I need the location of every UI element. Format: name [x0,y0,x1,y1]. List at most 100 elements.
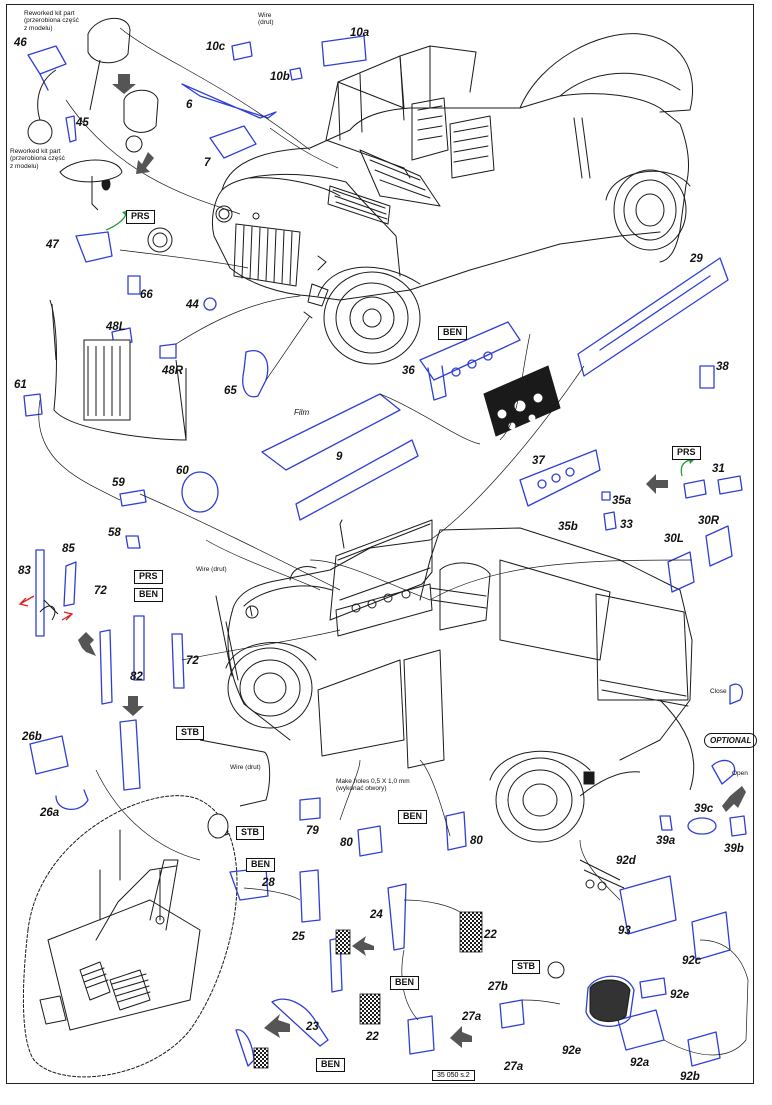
part-45-shape [65,115,77,143]
label-part-93: 93 [618,925,631,937]
part-80-left [357,825,383,857]
label-part-65: 65 [224,385,237,397]
tag-ben-23: BEN [316,1058,346,1072]
label-part-36: 36 [402,365,415,377]
label-part-46: 46 [14,37,27,49]
label-part-33: 33 [620,519,633,531]
part-47-shape [75,231,113,263]
part-92-light [585,975,635,1027]
tag-stb-27: STB [512,960,540,974]
part-9-film-bottom [295,439,419,521]
label-part-39c: 39c [694,803,714,815]
tag-ben-24: BEN [390,976,420,990]
step-arrow-22 [352,936,374,956]
label-part-44: 44 [186,299,199,311]
part-stb-slide [119,719,141,791]
label-part-92a: 92a [630,1057,650,1069]
step-arrow-46 [112,74,136,94]
part-6-shape [181,83,277,119]
part-22-plate-b [459,911,483,953]
mirror-ball [125,135,143,153]
part-44-shape [203,297,217,311]
label-part-45: 45 [76,117,89,129]
part-60-ring [181,471,219,513]
part-27b-shape [499,999,525,1029]
part-85-shape [63,561,77,607]
label-part-25: 25 [292,931,305,943]
step-arrow-82 [122,696,144,716]
part-30R-shape [705,525,733,567]
note-close: Close [710,688,727,695]
label-part-10c: 10c [206,41,226,53]
label-part-29: 29 [690,253,703,265]
part-38-shape [699,365,715,389]
label-part-82: 82 [130,671,143,683]
part-93-plate [619,875,677,935]
part-pedal-bracket [407,1015,435,1055]
label-part-80-left: 80 [340,837,353,849]
note-wire-mid: Wire (drut) [196,566,227,573]
part-23-plate [253,1047,269,1069]
label-part-27a-left: 27a [462,1011,482,1023]
label-part-60: 60 [176,465,189,477]
label-part-31: 31 [712,463,725,475]
part-92-lens-dark [589,979,631,1022]
part-66-shape [127,275,141,295]
part-79-shape [299,797,321,821]
label-part-66: 66 [140,289,153,301]
part-29-shape [577,257,729,377]
part-39b-shape [729,815,747,837]
note-open: Open [732,770,748,777]
part-10c-shape [231,41,253,61]
note-holes: Make holes 0,5 X 1,0 mm (wykonać otwory) [336,778,410,793]
label-part-48L: 48L [106,321,126,333]
part-46-bracket [27,45,67,75]
label-part-38: 38 [716,361,729,373]
part-35a-shape [601,491,611,501]
label-part-61: 61 [14,379,27,391]
part-83-shape [35,549,45,637]
label-part-47: 47 [46,239,59,251]
label-part-7: 7 [204,157,211,169]
label-part-22-upper: 22 [484,929,497,941]
part-36-shape [419,321,521,401]
note-reworked-bottom: Reworked kit part (przerobiona część z m… [10,148,65,170]
step-arrow-23 [264,1014,290,1038]
label-part-35b: 35b [558,521,578,533]
part-33-shape [603,511,617,531]
part-80-right [445,811,467,851]
label-part-59: 59 [112,477,125,489]
label-part-37: 37 [532,455,545,467]
part-10a-shape [321,35,367,67]
part-92c-shape [691,911,731,961]
part-72-right [171,633,185,689]
note-reworked-top: Reworked kit part (przerobiona część z m… [24,10,79,32]
page-number: 35 050 s.2 [432,1070,475,1081]
pedal-detail-drawing [22,795,238,1078]
label-part-26a: 26a [40,807,60,819]
top-vehicle-drawing [211,33,694,365]
stb-knob-low [547,961,565,979]
step-arrow-85 [78,632,96,656]
part-58-shape [125,535,141,549]
part-82-shape [133,615,145,681]
label-part-92d: 92d [616,855,636,867]
part-65-shape [242,350,269,398]
part-9-film-top [261,393,401,471]
label-part-92e-right: 92e [670,989,690,1001]
part-22-plate-c [359,993,381,1025]
label-part-23: 23 [306,1021,319,1033]
tag-prs-72: PRS [134,570,163,584]
mirror-glass-top [59,159,123,183]
tag-ben-36: BEN [438,326,468,340]
part-61-shape [23,393,43,417]
tag-ben-28: BEN [246,858,276,872]
label-part-35a: 35a [612,495,632,507]
label-part-9: 9 [336,451,343,463]
label-part-28: 28 [262,877,275,889]
part-92b-shape [687,1031,721,1067]
part-72-left [99,629,113,705]
step-arrow-27 [450,1026,472,1048]
